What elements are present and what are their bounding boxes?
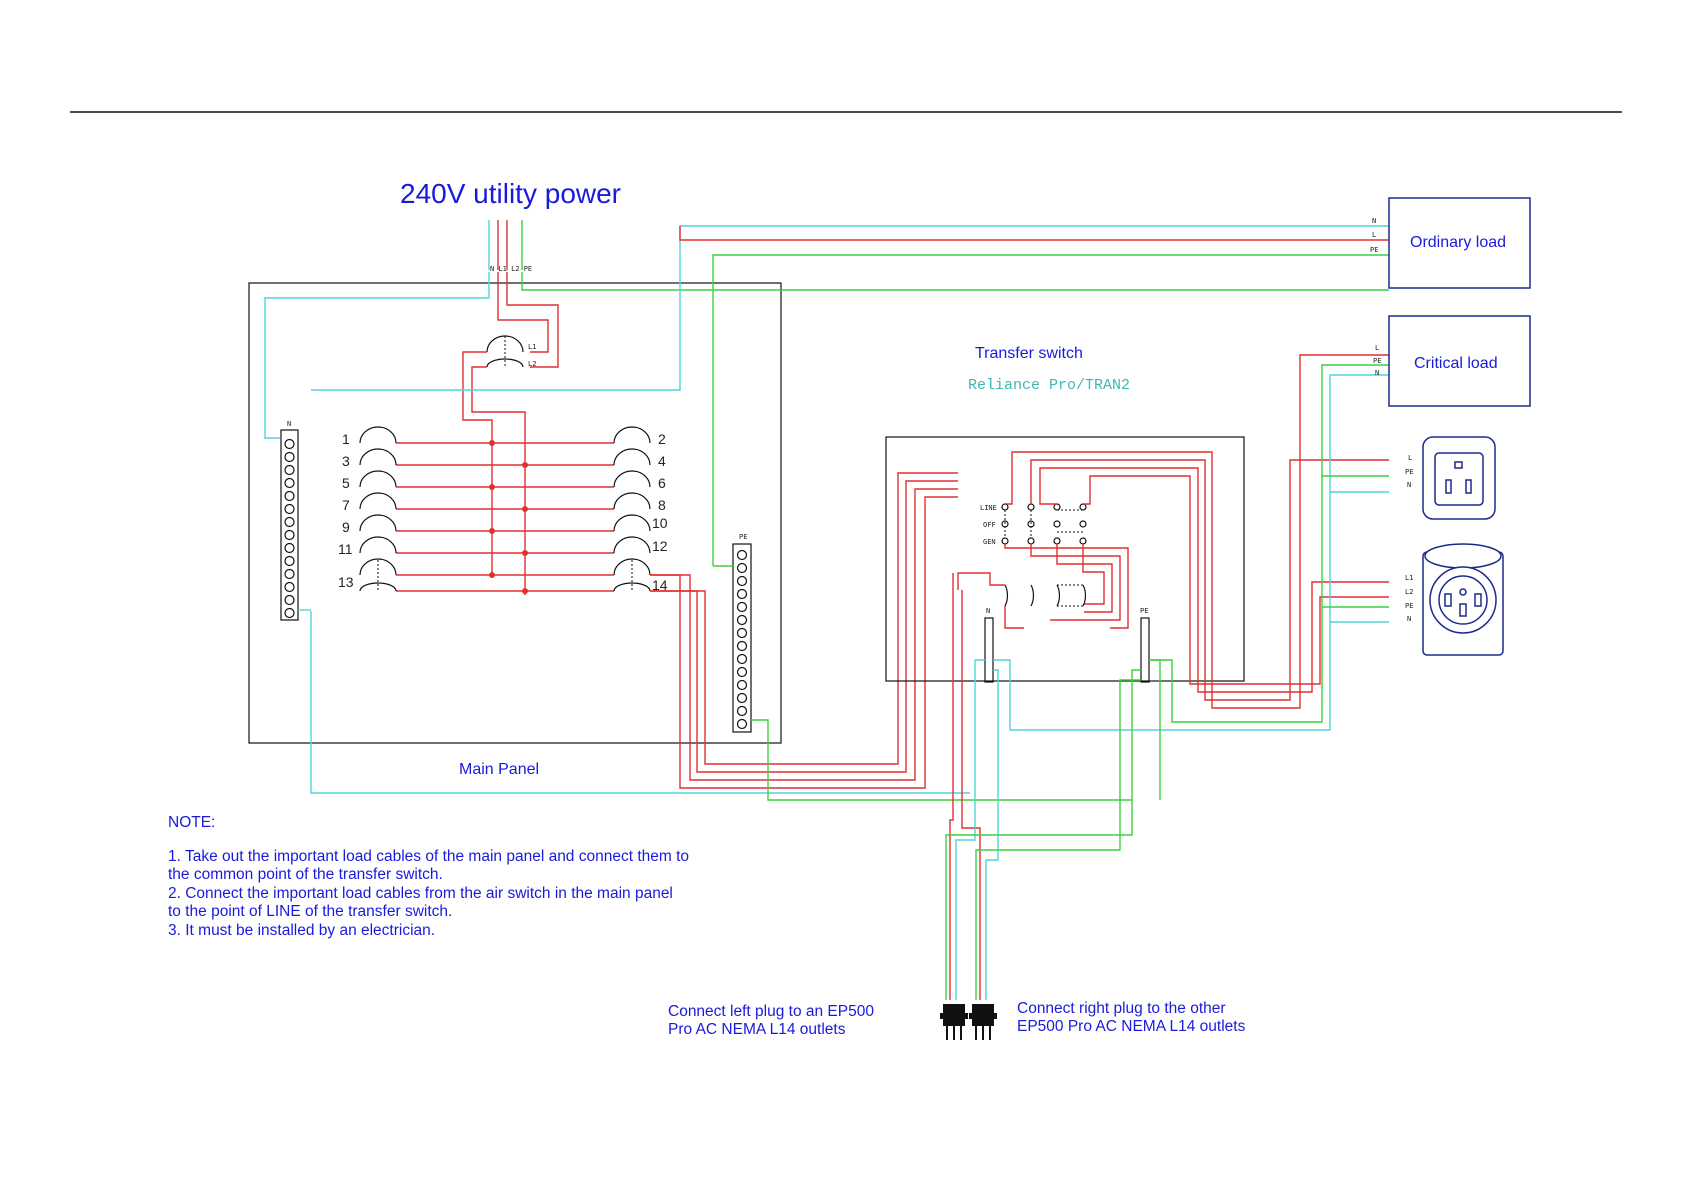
svg-text:L: L xyxy=(1408,454,1412,462)
svg-text:L: L xyxy=(1372,231,1376,239)
svg-text:Connect left plug to an EP500: Connect left plug to an EP500 xyxy=(668,1003,874,1020)
svg-text:5: 5 xyxy=(342,475,350,491)
svg-text:N: N xyxy=(287,420,291,428)
svg-text:L1: L1 xyxy=(1405,574,1413,582)
svg-text:3: 3 xyxy=(342,453,350,469)
svg-text:Connect right plug to the othe: Connect right plug to the other xyxy=(1017,1000,1226,1017)
ground-bar-ts: PE xyxy=(1140,607,1150,683)
ts-breakers xyxy=(1004,584,1087,607)
svg-text:N: N xyxy=(986,607,990,615)
neutral-bar-main: N xyxy=(280,420,299,621)
note-line-1: 1. Take out the important load cables of… xyxy=(168,848,690,865)
svg-text:11: 11 xyxy=(338,541,353,557)
svg-text:L2: L2 xyxy=(1405,588,1413,596)
neutral-bar-ts: N xyxy=(984,607,994,683)
svg-text:10: 10 xyxy=(652,515,668,531)
main-breaker-l2: L2 xyxy=(528,360,536,368)
svg-text:9: 9 xyxy=(342,519,350,535)
svg-text:2: 2 xyxy=(658,431,666,447)
svg-text:N: N xyxy=(1372,217,1376,225)
svg-text:PE: PE xyxy=(1405,468,1413,476)
ground-bar-main: PE xyxy=(732,533,752,733)
svg-text:PE: PE xyxy=(1370,246,1378,254)
svg-text:4: 4 xyxy=(658,453,666,469)
transfer-switch-box xyxy=(885,436,1245,682)
main-panel-box xyxy=(248,282,782,744)
ordinary-load-label: Ordinary load xyxy=(1410,234,1506,251)
svg-text:1: 1 xyxy=(342,431,350,447)
plug-right-caption: Connect right plug to the other EP500 Pr… xyxy=(1017,1000,1246,1035)
generator-plug-left xyxy=(940,1004,968,1040)
svg-text:OFF: OFF xyxy=(983,521,996,529)
svg-text:PE: PE xyxy=(739,533,747,541)
svg-text:PE: PE xyxy=(1405,602,1413,610)
note-line-4: to the point of LINE of the transfer swi… xyxy=(168,903,453,920)
note-line-3: 2. Connect the important load cables fro… xyxy=(168,885,673,902)
selector-switches: LINE OFF GEN xyxy=(980,503,1087,546)
svg-text:N: N xyxy=(1375,369,1379,377)
svg-text:PE: PE xyxy=(1373,357,1381,365)
utility-feed: N L1 L2 PE xyxy=(488,220,532,273)
diagram-title: 240V utility power xyxy=(400,178,621,209)
svg-text:14: 14 xyxy=(652,577,668,593)
transfer-switch-title: Transfer switch xyxy=(975,345,1083,362)
svg-text:N: N xyxy=(1407,481,1411,489)
critical-load-label: Critical load xyxy=(1414,355,1498,372)
outlet-120v: L PE N xyxy=(1405,436,1496,520)
ordinary-load: Ordinary load N L PE xyxy=(1370,197,1531,289)
plug-left-caption: Connect left plug to an EP500 Pro AC NEM… xyxy=(668,1003,874,1038)
generator-plug-right xyxy=(969,1004,997,1040)
notes-heading: NOTE: xyxy=(168,814,216,831)
feed-labels: N L1 L2 PE xyxy=(490,265,532,273)
svg-text:7: 7 xyxy=(342,497,350,513)
breaker-numbers-right: 2 4 6 8 10 12 14 xyxy=(652,431,668,593)
main-panel-label: Main Panel xyxy=(459,761,539,778)
transfer-switch-model: Reliance Pro/TRAN2 xyxy=(968,377,1130,394)
breakers-left xyxy=(359,426,397,592)
note-line-2: the common point of the transfer switch. xyxy=(168,866,443,883)
main-breaker: L1 L2 xyxy=(486,335,536,368)
svg-text:PE: PE xyxy=(1140,607,1148,615)
note-line-5: 3. It must be installed by an electricia… xyxy=(168,922,436,939)
svg-text:8: 8 xyxy=(658,497,666,513)
branch-bus xyxy=(396,440,614,594)
svg-text:L: L xyxy=(1375,344,1379,352)
svg-text:EP500 Pro AC NEMA L14 outlets: EP500 Pro AC NEMA L14 outlets xyxy=(1017,1018,1246,1035)
breakers-right xyxy=(613,426,651,592)
critical-load: Critical load L PE N xyxy=(1373,315,1531,407)
main-breaker-l1: L1 xyxy=(528,343,536,351)
svg-text:Pro AC NEMA L14 outlets: Pro AC NEMA L14 outlets xyxy=(668,1021,846,1038)
svg-text:6: 6 xyxy=(658,475,666,491)
svg-text:13: 13 xyxy=(338,574,354,590)
svg-text:GEN: GEN xyxy=(983,538,996,546)
breaker-numbers-left: 1 3 5 7 9 11 13 xyxy=(338,431,354,590)
svg-text:12: 12 xyxy=(652,538,668,554)
svg-text:LINE: LINE xyxy=(980,504,997,512)
svg-text:N: N xyxy=(1407,615,1411,623)
outlet-240v: L1 L2 PE N xyxy=(1405,543,1504,656)
